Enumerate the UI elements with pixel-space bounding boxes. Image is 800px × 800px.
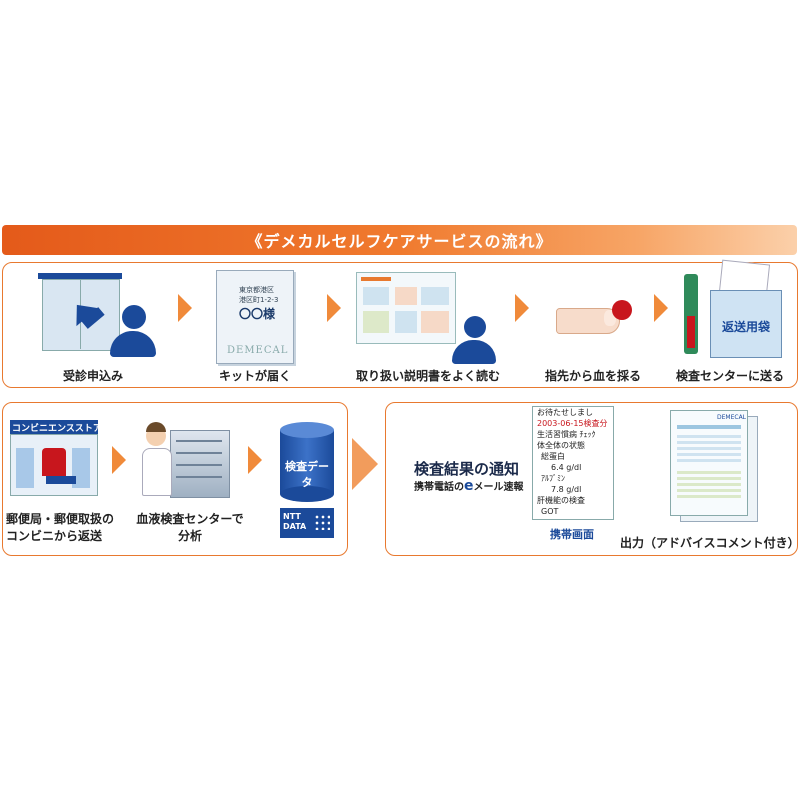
finger-blood-icon	[556, 300, 636, 340]
step-label-kit: キットが届く	[218, 369, 291, 383]
results-subtitle: 携帯電話のeメール速報	[414, 478, 524, 494]
step-label-lab-2: 分析	[177, 529, 202, 543]
results-title: 検査結果の通知	[414, 460, 520, 478]
step-label-finger: 指先から血を採る	[544, 369, 641, 383]
phone-screen: お待たせしまし 2003-06-15検査分 生活習慣病 ﾁｪｯｸ 体全体の状態 …	[532, 406, 614, 520]
convenience-store-icon: コンビニエンスストア	[10, 420, 102, 498]
flow-arrow-6	[248, 446, 262, 474]
reception-desk-icon	[38, 273, 158, 363]
flow-arrow-big	[352, 438, 378, 490]
step-label-post-return-2: コンビニから返送	[6, 529, 103, 543]
printed-report-icon: DEMECAL	[670, 410, 760, 522]
flow-arrow-4	[654, 294, 668, 322]
flow-title: 《デメカルセルフケアサービスの流れ》	[246, 232, 553, 251]
flow-arrow-1	[178, 294, 192, 322]
step-label-reception: 受診申込み	[62, 369, 123, 383]
database-icon: 検査データ	[280, 422, 334, 502]
return-envelope-icon: 返送用袋	[678, 259, 788, 362]
ntt-data-logo: NTT DATA	[280, 508, 334, 538]
phone-caption: 携帯画面	[550, 528, 594, 541]
step-label-manual: 取り扱い説明書をよく読む	[356, 369, 501, 383]
flow-title-bar: 《デメカルセルフケアサービスの流れ》	[2, 225, 797, 255]
print-caption: 出力（アドバイスコメント付き）	[620, 536, 800, 550]
flow-arrow-2	[327, 294, 341, 322]
lab-center-icon	[140, 420, 230, 500]
kit-package-icon: 東京都港区 港区町1-2-3 〇〇様 DEMECAL	[216, 270, 294, 364]
flow-arrow-5	[112, 446, 126, 474]
step-label-post-return-1: 郵便局・郵便取扱の	[6, 512, 115, 526]
step-label-lab-1: 血液検査センターで	[136, 512, 244, 526]
step-label-return: 検査センターに送る	[675, 369, 784, 383]
flow-arrow-3	[515, 294, 529, 322]
manual-reading-icon	[356, 272, 496, 366]
